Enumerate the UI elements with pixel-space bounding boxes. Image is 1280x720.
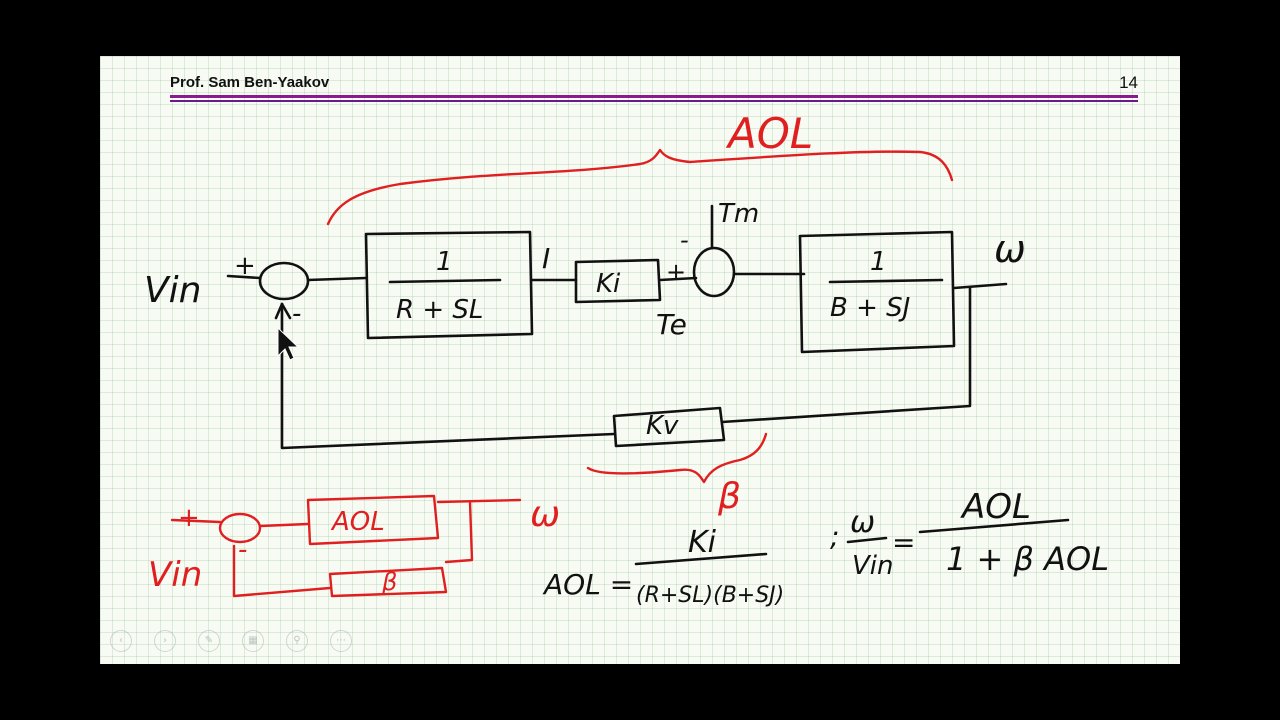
block-mechanical xyxy=(798,230,956,354)
header-rule xyxy=(170,95,1138,98)
simple-vin-label: Vin xyxy=(148,555,202,595)
eq-ratio-denominator: Vin xyxy=(852,551,894,581)
block2-fraction-bar xyxy=(828,278,944,284)
eq-separator: ; xyxy=(830,520,839,553)
block-diagram-drawing: AOL Vin + - 1 R + SL I Ki Te + - Tm 1 B … xyxy=(144,109,1109,608)
summing-junction-2 xyxy=(692,246,736,298)
output-line xyxy=(952,282,1008,290)
block-electrical xyxy=(364,230,534,340)
aol-brace-label: AOL xyxy=(725,109,813,158)
eq-rhs-fraction-bar xyxy=(918,518,1070,534)
block-ki-label: Ki xyxy=(596,269,621,299)
block-kv-label: Kv xyxy=(646,411,679,441)
vin-label: Vin xyxy=(144,270,201,311)
feedback-line-left xyxy=(280,302,616,450)
slide: Prof. Sam Ben-Yaakov 14 AOL Vin + - 1 R … xyxy=(100,56,1180,664)
load-torque-label: Tm xyxy=(718,199,759,229)
line-sum1-to-block1 xyxy=(306,276,368,282)
block2-denominator: B + SJ xyxy=(830,293,910,323)
simple-block-beta-label: β xyxy=(381,568,397,596)
eq-aol-denominator: (R+SL)(B+SJ) xyxy=(636,583,784,608)
block-kv xyxy=(612,406,726,448)
block2-numerator: 1 xyxy=(870,247,887,277)
beta-brace-label: β xyxy=(717,476,741,517)
simple-input-line xyxy=(170,518,222,524)
simple-line-to-aol xyxy=(258,522,310,528)
zoom-icon[interactable]: ⚲ xyxy=(286,630,308,652)
simple-block-aol-label: AOL xyxy=(330,507,385,537)
block1-fraction-bar xyxy=(388,278,502,284)
header-rule-secondary xyxy=(170,100,1138,102)
sum2-plus-sign: + xyxy=(666,258,686,286)
block1-numerator: 1 xyxy=(436,247,453,277)
sum1-minus-sign: - xyxy=(292,299,301,329)
simple-block-beta xyxy=(328,566,448,598)
simple-minus-sign: - xyxy=(238,535,247,565)
simple-feedback-right xyxy=(444,500,474,564)
mouse-pointer-icon xyxy=(277,326,300,361)
forward-icon[interactable]: › xyxy=(154,630,176,652)
sum2-minus-sign: - xyxy=(680,226,689,254)
simple-feedback-left xyxy=(232,544,332,598)
sum1-plus-sign: + xyxy=(234,251,256,281)
simple-output-line xyxy=(436,498,522,504)
eq-aol-numerator: Ki xyxy=(688,525,717,560)
aol-brace xyxy=(326,148,954,226)
line-ki-to-sum2 xyxy=(658,276,698,282)
eq-rhs-denominator: 1 + β AOL xyxy=(946,540,1109,578)
simple-omega-label: ω xyxy=(530,494,560,535)
feedback-line-right xyxy=(720,286,972,424)
block-ki xyxy=(574,258,662,304)
input-line xyxy=(226,274,262,280)
eq-ratio-fraction-bar xyxy=(846,536,888,544)
slides-icon[interactable]: ▦ xyxy=(242,630,264,652)
page-number: 14 xyxy=(1119,73,1138,92)
more-icon[interactable]: ⋯ xyxy=(330,630,352,652)
pen-icon[interactable]: ✎ xyxy=(198,630,220,652)
current-label: I xyxy=(542,242,550,275)
back-icon[interactable]: ‹ xyxy=(110,630,132,652)
simple-plus-sign: + xyxy=(178,503,200,533)
eq-rhs-numerator: AOL xyxy=(960,487,1031,527)
eq-aol-lhs: AOL = xyxy=(542,568,633,601)
eq-equals: = xyxy=(892,526,915,559)
eq-aol-fraction-bar xyxy=(634,552,768,566)
block1-denominator: R + SL xyxy=(396,295,483,325)
te-label: Te xyxy=(656,308,687,341)
summing-junction-1 xyxy=(258,261,310,301)
beta-brace xyxy=(586,432,768,484)
feedback-arrowhead xyxy=(274,302,292,320)
presentation-toolbar: ‹ › ✎ ▦ ⚲ ⋯ xyxy=(110,630,352,652)
eq-ratio-numerator: ω xyxy=(850,505,875,540)
simple-summing-junction xyxy=(218,512,262,544)
author-header: Prof. Sam Ben-Yaakov xyxy=(170,74,330,91)
simple-block-aol xyxy=(306,494,440,546)
omega-output-label: ω xyxy=(994,227,1026,271)
